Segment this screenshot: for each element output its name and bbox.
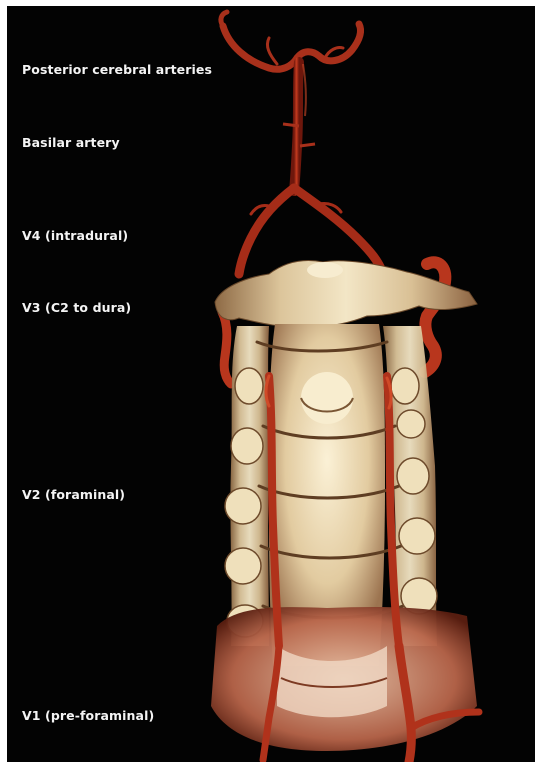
cervical-spine xyxy=(211,261,477,752)
posterior-cerebral-arteries xyxy=(221,12,361,69)
spine-artery-illustration xyxy=(7,6,535,762)
label-v1-pre-foraminal: V1 (pre-foraminal) xyxy=(22,708,154,723)
label-v4-intradural: V4 (intradural) xyxy=(22,228,128,243)
angiography-render: Posterior cerebral arteries Basilar arte… xyxy=(7,6,535,762)
label-posterior-cerebral-arteries: Posterior cerebral arteries xyxy=(22,62,212,77)
label-v3-c2-to-dura: V3 (C2 to dura) xyxy=(22,300,131,315)
basilar-artery xyxy=(283,62,315,191)
label-basilar-artery: Basilar artery xyxy=(22,135,120,150)
label-v2-foraminal: V2 (foraminal) xyxy=(22,487,125,502)
